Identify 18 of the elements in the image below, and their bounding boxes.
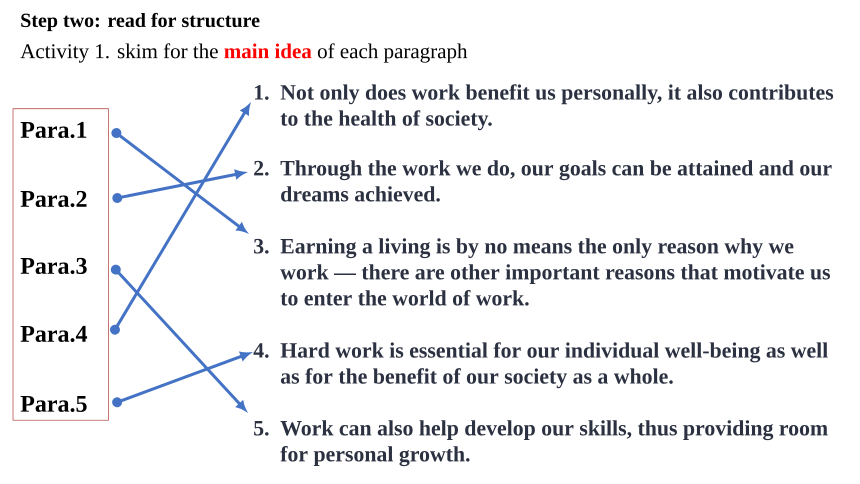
title: Step two: read for structure (21, 12, 260, 32)
numbered-statement: 4. Hard work is essential for our individual well-being as well as for the benefit of our society as a whole. (254, 342, 828, 388)
paragraph-label: Para.5 (20, 396, 87, 412)
numbered-statement: 2. Through the work we do, our goals can be attained and our dreams achieved. (254, 160, 832, 202)
arrow (112, 170, 245, 203)
arrow (111, 128, 246, 232)
paragraph-label: Para.4 (20, 326, 88, 342)
arrow (110, 104, 250, 335)
outline-box (12, 108, 109, 421)
numbered-statement: 5. Work can also help develop our skills, thus providing room for personal growth. (254, 420, 828, 466)
numbered-statement: 1. Not only does work benefit us personally, it also contributes to the health of society. (254, 84, 834, 130)
arrow (110, 264, 246, 411)
paragraph-label: Para.1 (20, 122, 86, 138)
paragraph-label: Para.3 (20, 258, 87, 274)
numbered-statement: 3. Earning a living is by no means the only reason why we work — there are other important reasons that motivate us to enter the world of work. (254, 238, 830, 306)
subtitle: Activity 1. skim for the main idea of each paragraph (20, 43, 468, 63)
arrow (112, 352, 250, 408)
paragraph-label: Para.2 (20, 190, 86, 208)
